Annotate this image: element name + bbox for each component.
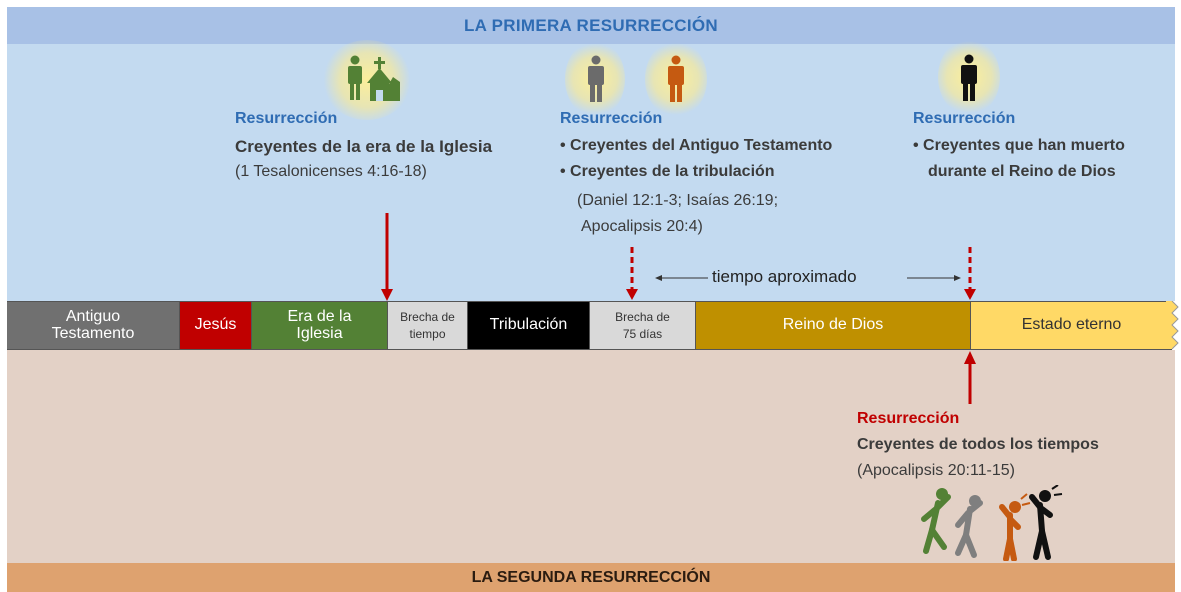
res4-reference: (Apocalipsis 20:11-15) xyxy=(857,462,1016,479)
timeline-eterno-label: Estado eterno xyxy=(1021,316,1122,334)
arrow-approx-right xyxy=(907,275,961,281)
second-resurrection-area xyxy=(7,350,1175,564)
arrow-church-age xyxy=(381,213,393,301)
timeline-reino-label: Reino de Dios xyxy=(782,316,884,334)
res2-reference-2: Apocalipsis 20:4) xyxy=(581,218,703,235)
res2-heading: Resurrección xyxy=(560,110,663,127)
res3-bullet-2: durante el Reino de Dios xyxy=(928,163,1116,180)
person-orange-icon xyxy=(668,55,684,102)
rising-people-icon xyxy=(921,485,1063,561)
res4-heading: Resurrección xyxy=(857,410,960,427)
res2-bullet-tribulation: • Creyentes de la tribulación xyxy=(560,163,775,180)
arrow-approx-left xyxy=(655,275,708,281)
timeline-antiguo-label: Antiguo Testamento xyxy=(51,307,135,342)
timeline-zigzag-edge xyxy=(1166,301,1179,350)
timeline-antiguo-testamento: Antiguo Testamento xyxy=(7,302,180,349)
arrow-second-resurrection xyxy=(964,351,976,404)
second-resurrection-banner: LA SEGUNDA RESURRECCIÓN xyxy=(7,563,1175,592)
res2-bullet-ot: • Creyentes del Antiguo Testamento xyxy=(560,137,833,154)
timeline-brecha-75: Brecha de 75 días xyxy=(590,302,696,349)
arrow-tribulation-dotted xyxy=(626,247,638,300)
first-resurrection-banner: LA PRIMERA RESURRECCIÓN xyxy=(7,7,1175,44)
person-gray-icon xyxy=(588,55,604,102)
timeline-brecha-tiempo: Brecha de tiempo xyxy=(388,302,468,349)
res1-line: Creyentes de la era de la Iglesia xyxy=(235,137,493,156)
timeline-tribulacion-label: Tribulación xyxy=(489,316,568,334)
timeline-era-iglesia: Era de la Iglesia xyxy=(252,302,388,349)
timeline-iglesia-label: Era de la Iglesia xyxy=(287,307,352,342)
timeline-border xyxy=(7,301,1172,350)
res1-heading: Resurrección xyxy=(235,110,338,127)
timeline-brecha-75-label: Brecha de 75 días xyxy=(615,310,670,341)
approx-time-label: tiempo aproximado xyxy=(712,267,857,286)
timeline-jesus-label: Jesús xyxy=(194,316,237,334)
timeline-jesus: Jesús xyxy=(180,302,252,349)
timeline-brecha-tiempo-label: Brecha de tiempo xyxy=(400,310,455,341)
res4-line: Creyentes de todos los tiempos xyxy=(857,436,1099,453)
arrow-kingdom-dotted xyxy=(964,247,976,300)
timeline-tribulacion: Tribulación xyxy=(468,302,590,349)
person-black-icon xyxy=(961,54,977,101)
res1-reference: (1 Tesalonicenses 4:16-18) xyxy=(235,163,427,180)
res3-bullet-1: • Creyentes que han muerto xyxy=(913,137,1125,154)
timeline-reino-de-dios: Reino de Dios xyxy=(696,302,971,349)
timeline-estado-eterno: Estado eterno xyxy=(971,302,1172,349)
person-church-icon xyxy=(348,55,400,101)
res2-reference-1: (Daniel 12:1-3; Isaías 26:19; xyxy=(577,192,779,209)
res3-heading: Resurrección xyxy=(913,110,1016,127)
